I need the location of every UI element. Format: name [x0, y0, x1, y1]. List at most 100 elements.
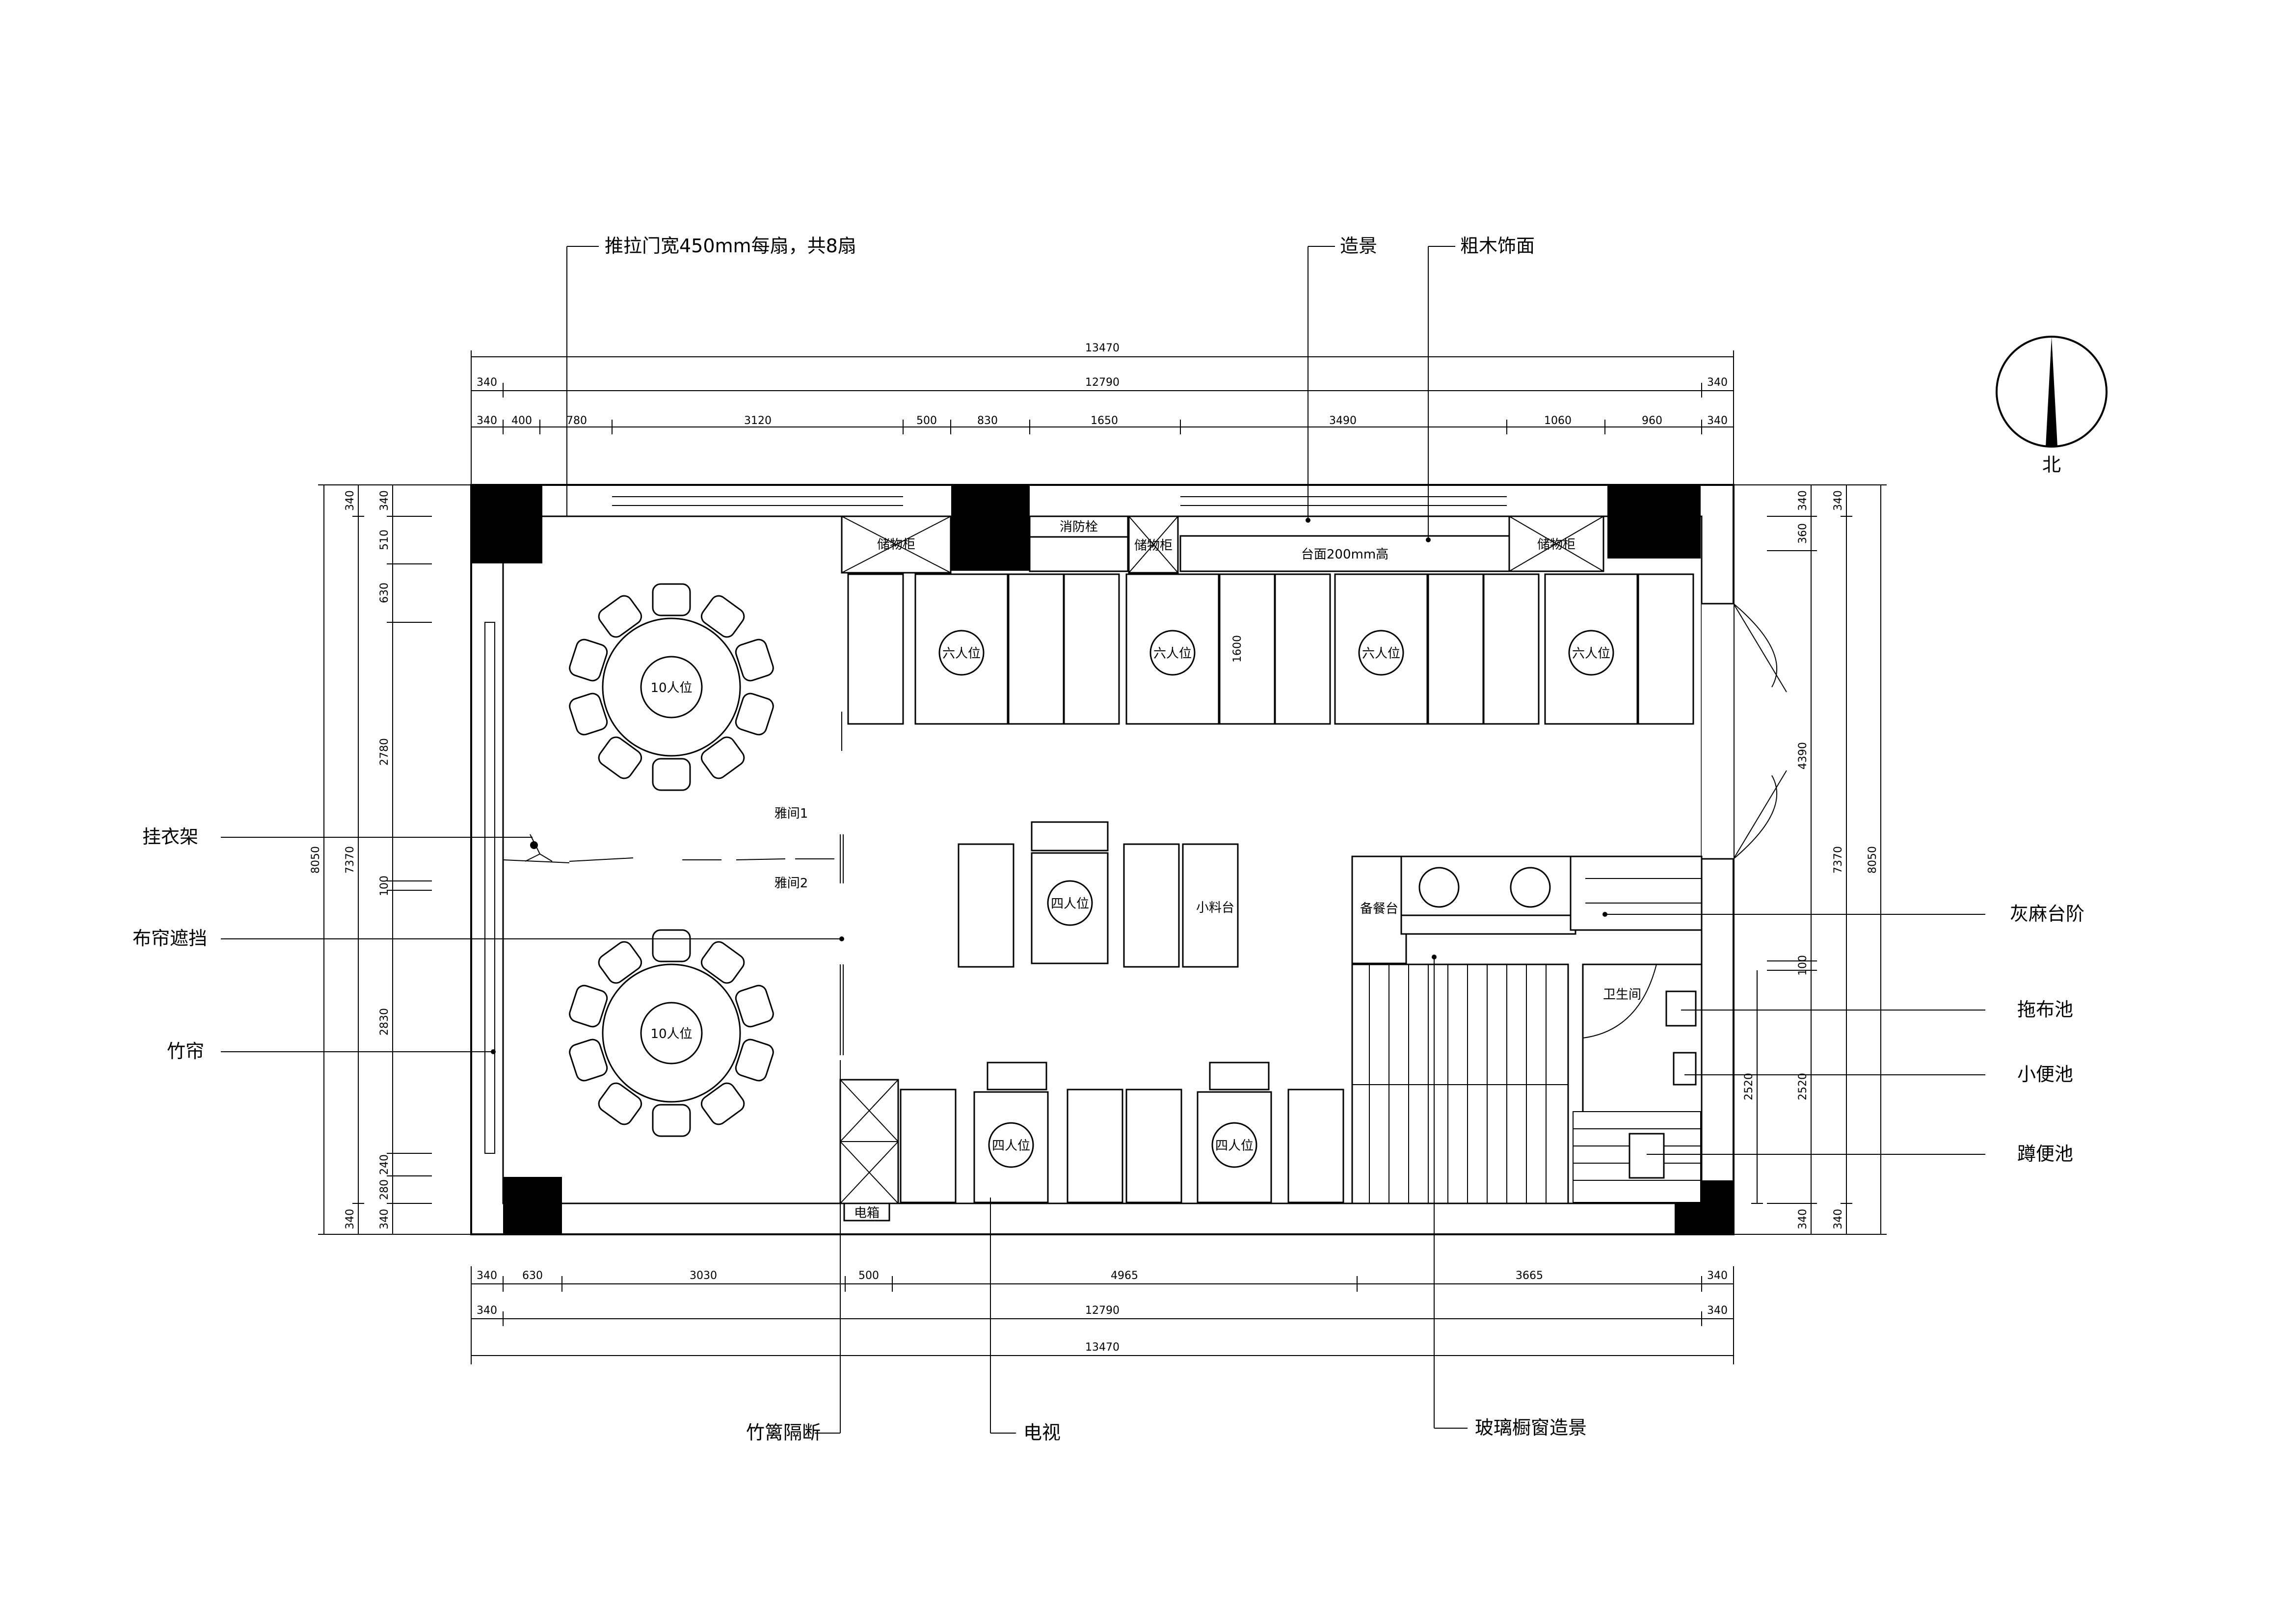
- north-label: 北: [2042, 454, 2061, 476]
- dim-top-edge-left: 340: [477, 376, 497, 389]
- table-label: 六人位: [1572, 646, 1610, 661]
- dim-bottom-total: 13470: [1085, 1341, 1120, 1354]
- four-seat-table: 四人位: [1211, 1122, 1257, 1168]
- table-label: 四人位: [1051, 897, 1089, 911]
- dim-top-seg: 340: [1707, 415, 1728, 427]
- squat-toilet-callout: 蹲便池: [2017, 1143, 2073, 1165]
- dim-left-seg: 240: [378, 1154, 391, 1175]
- private-rooms: 10人位 10人位 雅间1 雅间2: [503, 583, 844, 1137]
- dim-top-seg: 3120: [744, 415, 772, 427]
- chair: [598, 595, 642, 638]
- dim-bottom-seg: 4965: [1111, 1270, 1138, 1282]
- dim-bottom-inner: 12790: [1085, 1305, 1120, 1317]
- dim-top-seg: 1060: [1544, 415, 1572, 427]
- mop-sink-callout: 拖布池: [2017, 999, 2073, 1020]
- dim-right-seg: 100: [1797, 955, 1809, 976]
- dim-right-inner: 7370: [1832, 846, 1844, 874]
- table-label: 四人位: [1215, 1139, 1254, 1153]
- sliding-door-callout: 推拉门宽450mm每扇，共8扇: [605, 235, 856, 257]
- dim-left-seg: 100: [378, 876, 391, 896]
- dim-toilet-depth: 2520: [1743, 1073, 1755, 1100]
- counter-label: 台面200mm高: [1301, 547, 1388, 562]
- dim-top-total: 13470: [1085, 342, 1120, 354]
- raised-counter: [1179, 535, 1510, 572]
- sink: [1418, 867, 1460, 908]
- storage-label: 储物柜: [877, 537, 915, 552]
- four-seat-table: 四人位: [1047, 880, 1093, 926]
- condiment-counter: 小料台: [1196, 901, 1234, 915]
- storage-label: 储物柜: [1134, 538, 1173, 553]
- dim-right-seg: 340: [1797, 1209, 1809, 1229]
- dim-right-edge: 340: [1832, 1209, 1844, 1229]
- column: [471, 485, 542, 563]
- dim-right-seg: 340: [1797, 490, 1809, 511]
- squat-toilet: [1629, 1133, 1665, 1179]
- glass-window-callout: 玻璃橱窗造景: [1475, 1417, 1587, 1438]
- coat-rack-callout: 挂衣架: [142, 826, 198, 848]
- six-seat-table: 六人位: [1358, 630, 1404, 676]
- north-arrow: 北: [1996, 336, 2108, 476]
- dim-top-seg: 830: [977, 415, 998, 427]
- dim-bottom-edge-left: 340: [477, 1305, 497, 1317]
- dim-top-seg: 780: [566, 415, 587, 427]
- toilet-label: 卫生间: [1603, 987, 1641, 1002]
- dim-left-inner: 7370: [344, 846, 356, 874]
- dim-top-edge-right: 340: [1707, 376, 1728, 389]
- dim-bottom-seg: 3030: [690, 1270, 717, 1282]
- dim-bottom-seg: 3665: [1516, 1270, 1543, 1282]
- dim-top-seg: 3490: [1329, 415, 1357, 427]
- four-seat-table: 四人位: [988, 1122, 1034, 1168]
- chair: [700, 736, 745, 779]
- booth-row-bottom: 电箱 四人位 四人位: [839, 1062, 1344, 1222]
- ten-seat-table: 10人位: [569, 583, 774, 791]
- fire-hydrant: [1029, 515, 1129, 538]
- dim-top-seg: 500: [916, 415, 937, 427]
- north-arrow-icon: [2046, 337, 2057, 447]
- glass-display: [1351, 963, 1569, 1204]
- dim-left-total: 8050: [310, 846, 322, 874]
- chair: [700, 941, 745, 984]
- dim-left-seg: 340: [378, 490, 391, 511]
- dim-top-inner: 12790: [1085, 376, 1120, 389]
- column: [1607, 485, 1701, 559]
- curtain-callout: 布帘遮挡: [133, 928, 207, 949]
- table-label: 六人位: [1153, 646, 1192, 661]
- six-seat-table: 六人位: [938, 630, 985, 676]
- chair: [735, 639, 774, 682]
- table-label: 10人位: [650, 681, 692, 695]
- table-label: 六人位: [1362, 646, 1400, 661]
- table-label: 10人位: [650, 1027, 692, 1041]
- six-seat-table: 六人位: [1568, 630, 1614, 676]
- rough-wood-callout: 粗木饰面: [1460, 235, 1535, 257]
- dim-top-seg: 1650: [1091, 415, 1118, 427]
- dim-left-seg: 630: [378, 583, 391, 603]
- bamboo-blind-callout: 竹帘: [167, 1040, 204, 1062]
- grey-stone-steps: [1570, 855, 1703, 931]
- private-room-1: 雅间1: [774, 806, 808, 821]
- chair: [652, 583, 691, 616]
- chair: [569, 1038, 608, 1082]
- dim-left-seg: 280: [378, 1179, 391, 1200]
- dim-left-seg: 340: [378, 1209, 391, 1229]
- chair: [598, 736, 642, 779]
- dim-bottom-seg: 630: [522, 1270, 543, 1282]
- dim-bottom-edge-right: 340: [1707, 1305, 1728, 1317]
- chair: [598, 1082, 642, 1125]
- dim-left-seg: 2830: [378, 1008, 391, 1036]
- chair: [569, 692, 608, 736]
- booth-depth: 1600: [1231, 635, 1244, 663]
- top-dimensions: 13470 340 12790 340 340 400 780 3120 500…: [471, 342, 1734, 486]
- mop-sink: [1665, 990, 1697, 1027]
- dim-top-seg: 340: [477, 415, 497, 427]
- chair: [598, 941, 642, 984]
- grey-step-callout: 灰麻台阶: [2010, 903, 2084, 925]
- chair: [652, 929, 691, 962]
- fire-hydrant-label: 消防栓: [1060, 520, 1098, 534]
- dim-right-seg: 360: [1797, 523, 1809, 544]
- dim-bottom-seg: 340: [477, 1270, 497, 1282]
- callouts: 推拉门宽450mm每扇，共8扇 造景 粗木饰面 挂衣架 布帘遮挡 竹帘 竹篱隔断…: [133, 235, 2084, 1443]
- dim-top-seg: 400: [511, 415, 532, 427]
- bamboo-partition-callout: 竹篱隔断: [746, 1422, 821, 1443]
- serving-label: 备餐台: [1360, 902, 1398, 916]
